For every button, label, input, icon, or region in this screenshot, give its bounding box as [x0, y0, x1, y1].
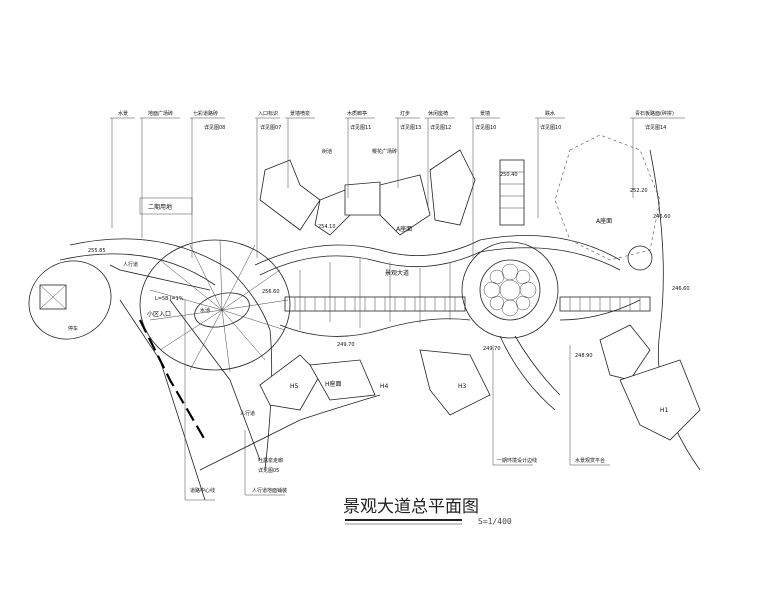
callout-road-centerline: 道路中心线 — [190, 487, 215, 494]
label-sidewalk: 人行道 — [240, 410, 255, 417]
elevation: 254.10 — [318, 224, 336, 230]
stone-paving-area — [554, 134, 661, 261]
callout-colored-paving: 七彩道路砖 — [193, 110, 218, 117]
elevation: 246.60 — [672, 286, 690, 292]
bridge-planks — [294, 258, 641, 330]
radial-paving — [149, 239, 289, 373]
round-plaza — [461, 241, 559, 339]
callout-pavilion: 木质廊亭 — [347, 110, 367, 117]
lookout — [627, 245, 653, 271]
road-edge — [169, 299, 261, 461]
elevation: 248.90 — [575, 353, 593, 359]
boulevard-edge-south — [559, 299, 641, 321]
label-fountain: 水池 — [200, 307, 210, 314]
elevation: 250.40 — [500, 172, 518, 178]
parking-cross — [39, 284, 67, 310]
road-edge — [199, 394, 381, 471]
boulevard-edge-north — [254, 235, 621, 266]
callout-wall: 景墙 — [480, 110, 490, 117]
road-edge — [69, 238, 273, 471]
callout-ref: 详见图13 — [400, 124, 421, 131]
entrance-plaza — [139, 239, 291, 371]
callout-entrance-sign: 入口标识 — [258, 110, 278, 117]
callout-water-feature: 水景 — [118, 110, 128, 117]
elevation: 246.60 — [653, 214, 671, 220]
label-h1: H1 — [660, 407, 669, 414]
elevation: 249.70 — [483, 346, 501, 352]
parking-area — [28, 260, 112, 340]
building-h5 — [259, 354, 321, 411]
path-south — [499, 335, 556, 411]
label-width-note: L=58 I=1% — [155, 296, 184, 302]
flower-pattern — [483, 263, 537, 317]
label-h4: H4 — [380, 383, 389, 390]
callout-ref: 详见图10 — [540, 124, 561, 131]
elevation: 255.85 — [88, 248, 106, 254]
elevation: 249.70 — [337, 342, 355, 348]
label-building-a: A座面 — [596, 217, 612, 225]
path-south — [514, 335, 561, 396]
callout-cascade: 跌水 — [545, 110, 555, 117]
callout-tree-pit: 树池 — [322, 148, 332, 155]
callout-phase1-boundary: 一期环境设计边线 — [497, 457, 537, 464]
building-a — [379, 174, 431, 236]
road-edge — [109, 264, 211, 291]
cascade-lines — [500, 171, 524, 209]
callout-ref: 详见图14 — [645, 124, 666, 131]
callout-bench: 休闲座椅 — [428, 110, 448, 117]
label-boulevard: 景观大道 — [385, 269, 409, 277]
drawing-title: 景观大道总平面图 — [343, 497, 479, 517]
callout-viewing-deck: 水景观赏平台 — [575, 457, 605, 464]
boulevard-bridge — [559, 296, 651, 312]
building — [344, 181, 381, 216]
road-centerline — [139, 319, 206, 441]
label-sidewalk: 人行道 — [123, 261, 138, 268]
label-building-h: H座面 — [325, 380, 342, 388]
label-h3: H3 — [458, 383, 467, 390]
callout-ref: 详见图08 — [204, 124, 225, 131]
callout-stone-path: 青石板路面(碎拼) — [635, 110, 674, 117]
callout-ref: 详见图10 — [475, 124, 496, 131]
callout-wall-fountain: 景墙喷泉 — [290, 110, 310, 117]
boulevard-edge-north-inner — [259, 247, 621, 276]
label-h5: H5 — [290, 383, 299, 390]
callout-corridor: 吐露泉走廊 — [258, 457, 283, 464]
building-h3 — [419, 349, 491, 416]
bottom-callouts: 吐露泉走廊 详见图05 道路中心线 人行道地面铺装 一期环境设计边线 水景观赏平… — [190, 457, 605, 494]
building — [259, 159, 321, 231]
callout-plaza-tile: 地面广场砖 — [148, 110, 173, 117]
cascade-steps — [499, 159, 525, 226]
callout-ref: 详见图11 — [350, 124, 371, 131]
building — [429, 149, 476, 226]
callout-ref: 详见图12 — [430, 124, 451, 131]
label-building-a: A座面 — [396, 225, 412, 233]
parking-box — [39, 284, 67, 310]
top-callouts: 水景 地面广场砖 七彩道路砖 详见图08 入口标识 详见图07 景墙喷泉 木质廊… — [118, 110, 674, 155]
label-entrance: 小区入口 — [147, 310, 171, 318]
building-h1 — [619, 359, 701, 441]
label-parking: 停车 — [68, 325, 78, 332]
callout-step-light: 灯步 — [400, 110, 410, 117]
callout-leaders — [110, 117, 685, 501]
round-plaza-inner — [479, 259, 541, 321]
road-edge — [59, 253, 216, 286]
drawing-scale: S=1/400 — [478, 517, 512, 526]
phase2-label: 二期用地 — [148, 203, 172, 211]
area-labels: 停车 小区入口 L=58 I=1% 人行道 人行道 景观大道 A座面 A座面 H… — [68, 217, 669, 417]
callout-ref: 详见图05 — [258, 467, 279, 474]
building — [599, 324, 651, 381]
elevation-marks: 255.85 256.60 254.10 252.20 249.70 249.7… — [88, 172, 690, 359]
central-fountain — [194, 292, 250, 328]
callout-sakura-tile: 樱花广场砖 — [372, 148, 397, 155]
callout-ref: 详见图07 — [260, 124, 281, 131]
boulevard-edge-south — [279, 318, 471, 337]
elevation: 256.60 — [262, 289, 280, 295]
elevation: 252.20 — [630, 188, 648, 194]
callout-sidewalk-paving: 人行道地面铺装 — [252, 487, 287, 494]
building — [314, 189, 351, 236]
building-h — [309, 359, 376, 401]
